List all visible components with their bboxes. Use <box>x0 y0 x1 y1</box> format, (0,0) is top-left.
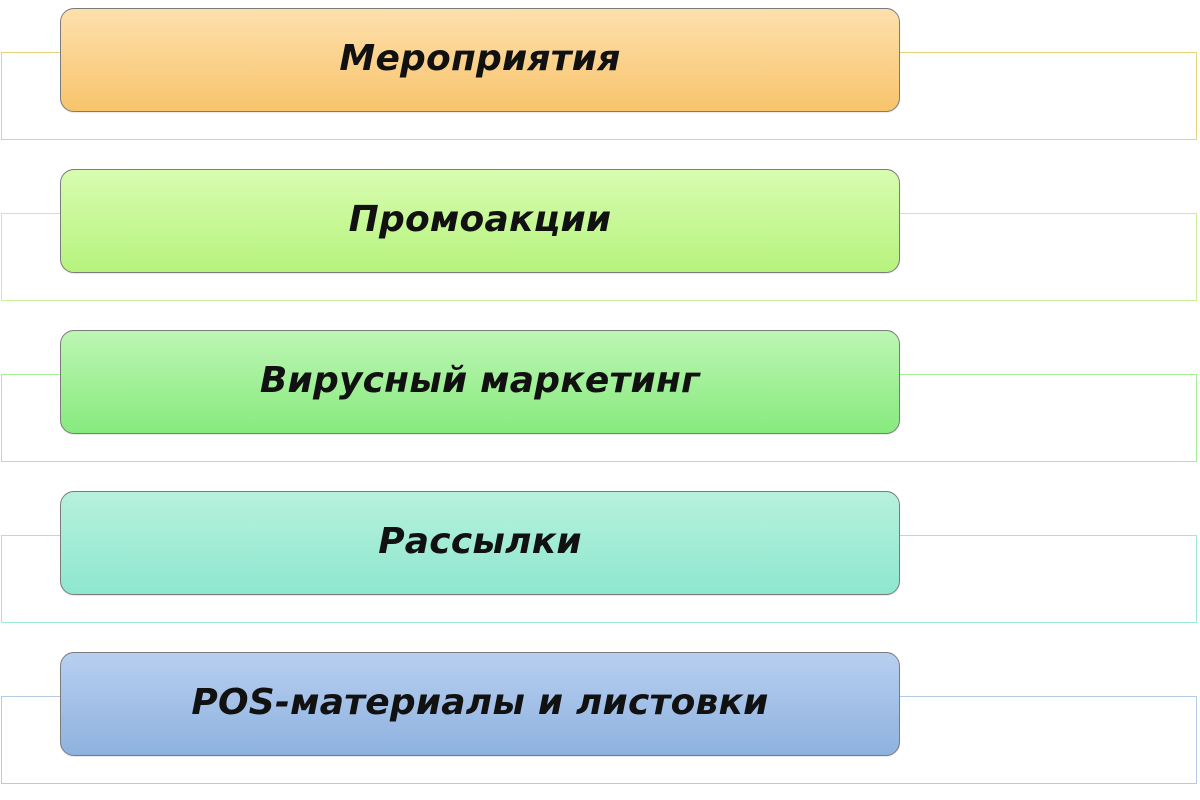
item-box-promotions: Промоакции <box>60 169 900 273</box>
item-label-viral-marketing: Вирусный маркетинг <box>259 360 701 401</box>
item-label-pos-materials: POS-материалы и листовки <box>191 682 769 723</box>
diagram-row-promotions: Промоакции <box>0 161 1200 311</box>
item-label-mailings: Рассылки <box>378 521 582 562</box>
item-box-mailings: Рассылки <box>60 491 900 595</box>
item-label-promotions: Промоакции <box>348 199 612 240</box>
item-box-events: Мероприятия <box>60 8 900 112</box>
diagram-row-events: Мероприятия <box>0 0 1200 150</box>
diagram-row-pos-materials: POS-материалы и листовки <box>0 644 1200 794</box>
item-label-events: Мероприятия <box>339 38 621 79</box>
diagram-row-viral-marketing: Вирусный маркетинг <box>0 322 1200 472</box>
item-box-pos-materials: POS-материалы и листовки <box>60 652 900 756</box>
item-box-viral-marketing: Вирусный маркетинг <box>60 330 900 434</box>
diagram-row-mailings: Рассылки <box>0 483 1200 633</box>
